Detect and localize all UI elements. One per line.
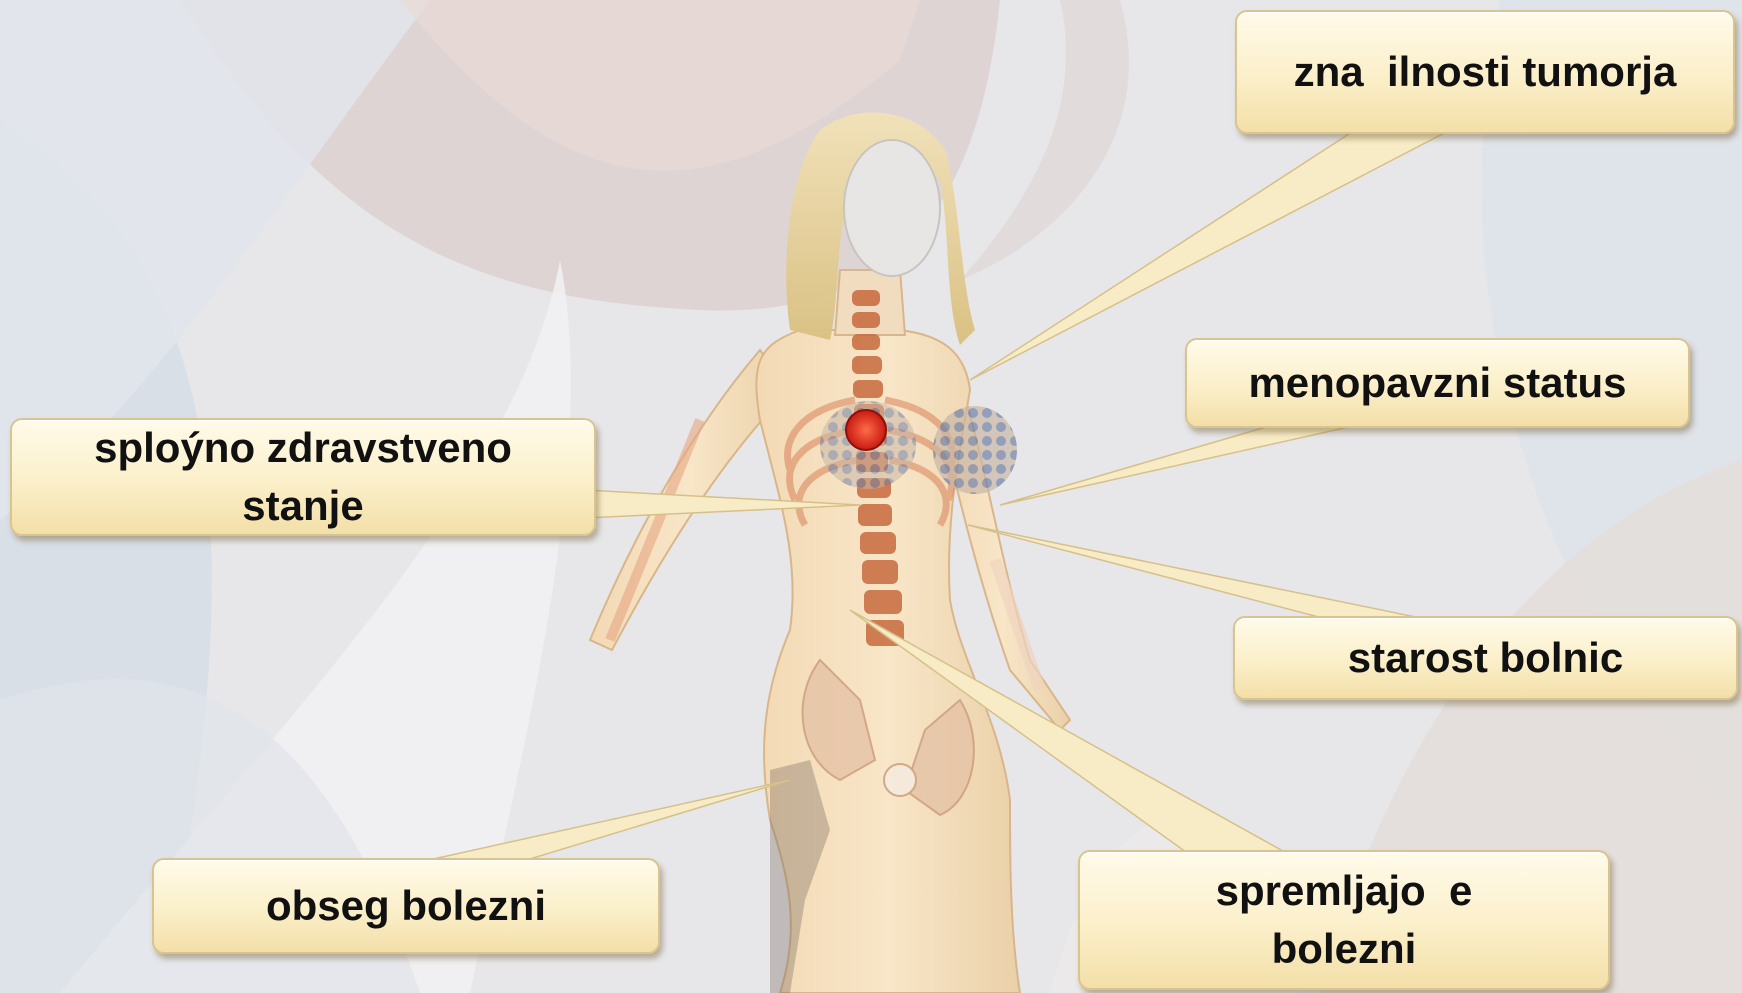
callout-disease-extent: obseg bolezni	[152, 858, 660, 954]
callout-general-health: sploýno zdravstveno stanje	[10, 418, 596, 536]
callout-tumor-characteristics: zna ilnosti tumorja	[1235, 10, 1735, 134]
callout-menopausal-status: menopavzni status	[1185, 338, 1690, 428]
callout-patient-age: starost bolnic	[1233, 616, 1738, 700]
callout-comorbidities: spremljajo e bolezni	[1078, 850, 1610, 990]
